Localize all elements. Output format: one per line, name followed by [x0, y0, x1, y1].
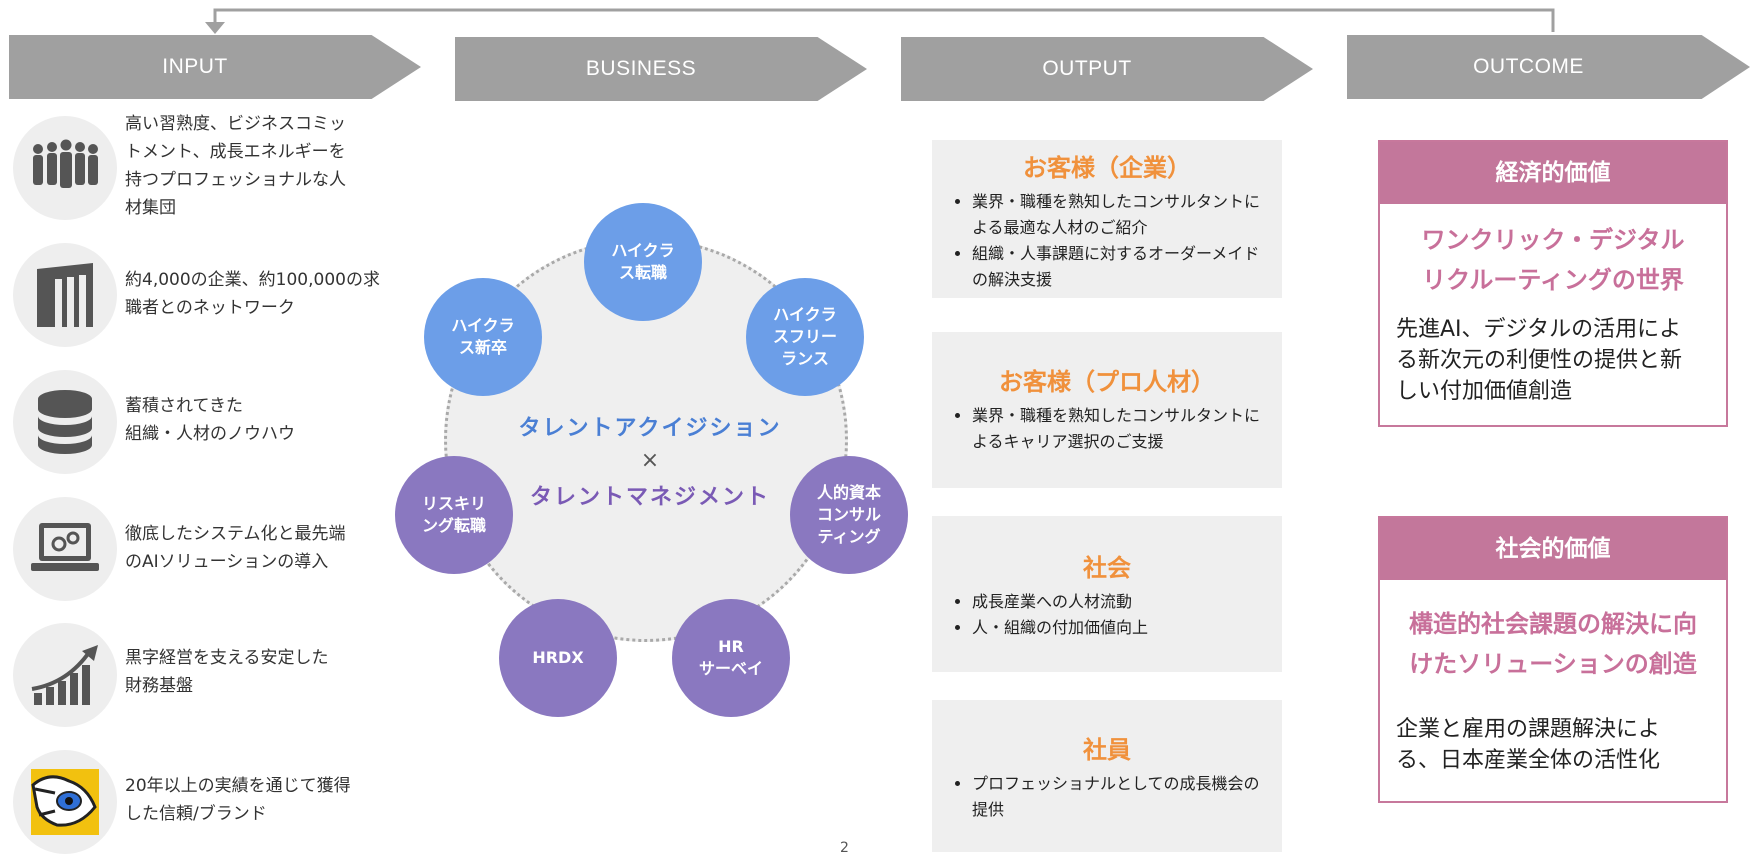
page-number: 2 [840, 840, 849, 856]
input-text-4: 徹底したシステム化と最先端 のAIソリューションの導入 [125, 524, 346, 572]
node-hrdx: HRDX [499, 599, 617, 717]
outcome-box-economic-value: 経済的価値 ワンクリック・デジタル リクルーティングの世界 先進AI、デジタルの… [1378, 140, 1728, 427]
outcome-subtitle: 構造的社会課題の解決に向 けたソリューションの創造 [1409, 610, 1697, 678]
outcome-header: 社会的価値 [1380, 518, 1726, 580]
input-text-1: 高い習熟度、ビジネスコミッ トメント、成長エネルギーを 持つプロフェッショナルな… [125, 114, 346, 218]
output-title: 社員 [1083, 736, 1131, 764]
output-bullet: 業界・職種を熟知したコンサルタントによる最適な人材のご紹介 [972, 189, 1270, 241]
output-title: お客様（プロ人材） [999, 368, 1215, 396]
input-text-2: 約4,000の企業、約100,000の求 職者とのネットワーク [125, 270, 380, 318]
center-text: タレントアクイジション × タレントマネジメント [500, 410, 800, 511]
tiger-logo-icon [13, 750, 117, 854]
node-hr-survey: HR サーベイ [672, 599, 790, 717]
growth-chart-icon [13, 623, 117, 727]
input-text-6: 20年以上の実績を通じて獲得 した信頼/ブランド [125, 776, 351, 824]
outcome-header: 経済的価値 [1380, 142, 1726, 204]
output-title: お客様（企業） [1023, 154, 1191, 182]
outcome-description: 企業と雇用の課題解決によ る、日本産業全体の活性化 [1396, 717, 1661, 773]
node-highclass-new-graduate: ハイクラ ス新卒 [424, 278, 542, 396]
output-bullet: 業界・職種を熟知したコンサルタントによるキャリア選択のご支援 [972, 403, 1270, 455]
output-bullet: 成長産業への人材流動 [972, 589, 1270, 615]
header-outcome: OUTCOME [1347, 35, 1750, 99]
talent-management-label: タレントマネジメント [529, 485, 770, 510]
input-text-3: 蓄積されてきた 組織・人材のノウハウ [125, 396, 295, 444]
output-box-corporate-clients: お客様（企業） 業界・職種を熟知したコンサルタントによる最適な人材のご紹介 組織… [932, 140, 1282, 298]
people-group-icon [13, 116, 117, 220]
output-title: 社会 [1083, 554, 1131, 582]
output-box-employees: 社員 プロフェッショナルとしての成長機会の提供 [932, 700, 1282, 852]
node-highclass-freelance: ハイクラ スフリー ランス [746, 278, 864, 396]
outcome-description: 先進AI、デジタルの活用によ る新次元の利便性の提供と新 しい付加価値創造 [1396, 317, 1683, 404]
talent-acquisition-label: タレントアクイジション [518, 416, 782, 441]
output-bullet: プロフェッショナルとしての成長機会の提供 [972, 771, 1270, 823]
building-icon [13, 243, 117, 347]
output-box-pro-talent-clients: お客様（プロ人材） 業界・職種を熟知したコンサルタントによるキャリア選択のご支援 [932, 332, 1282, 488]
laptop-gears-icon [13, 497, 117, 601]
times-symbol: × [640, 448, 660, 473]
output-box-society: 社会 成長産業への人材流動 人・組織の付加価値向上 [932, 516, 1282, 672]
output-bullet: 組織・人事課題に対するオーダーメイドの解決支援 [972, 241, 1270, 293]
node-highclass-career-change: ハイクラ ス転職 [584, 203, 702, 321]
outcome-box-social-value: 社会的価値 構造的社会課題の解決に向 けたソリューションの創造 企業と雇用の課題… [1378, 516, 1728, 803]
header-input: INPUT [9, 35, 421, 99]
header-business: BUSINESS [455, 37, 867, 101]
header-output: OUTPUT [901, 37, 1313, 101]
output-bullet: 人・組織の付加価値向上 [972, 615, 1270, 641]
input-text-5: 黒字経営を支える安定した 財務基盤 [125, 648, 329, 696]
outcome-subtitle: ワンクリック・デジタル リクルーティングの世界 [1421, 226, 1685, 294]
node-human-capital-consulting: 人的資本 コンサル ティング [790, 456, 908, 574]
database-icon [13, 370, 117, 474]
node-reskilling-career-change: リスキリ ング転職 [395, 456, 513, 574]
feedback-arrow [205, 8, 1555, 34]
